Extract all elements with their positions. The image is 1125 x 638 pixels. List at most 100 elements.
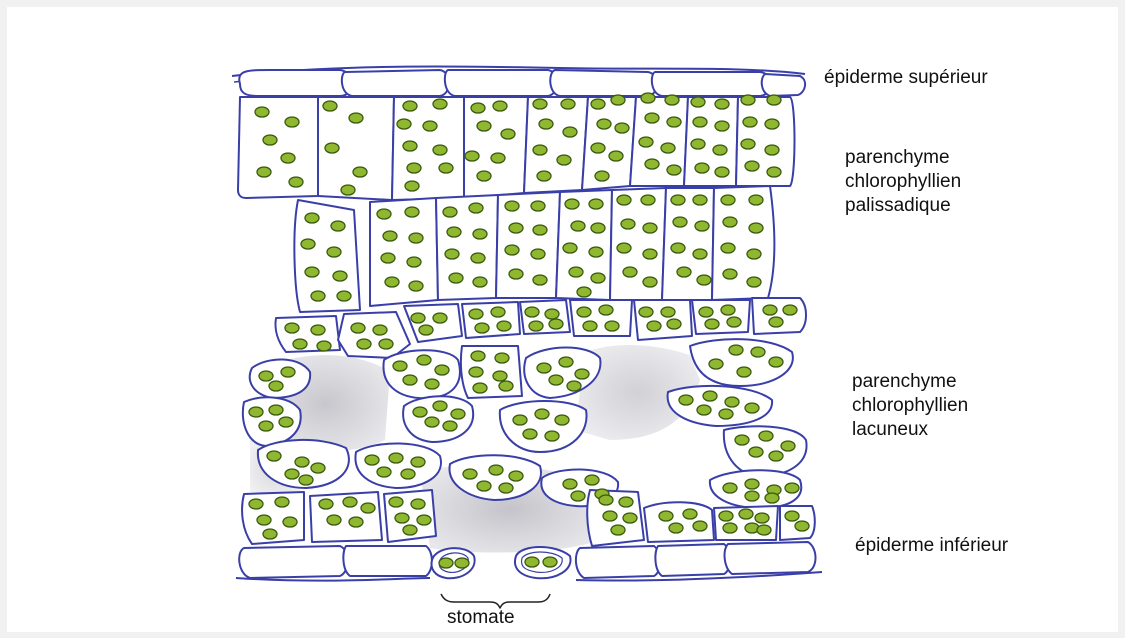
chloroplast <box>435 365 449 375</box>
chloroplast <box>765 119 779 129</box>
chloroplast <box>433 99 447 109</box>
chloroplast <box>565 199 579 209</box>
chloroplast <box>667 165 681 175</box>
chloroplast <box>667 117 681 127</box>
chloroplast <box>305 267 319 277</box>
chloroplast <box>333 271 347 281</box>
spongy-cell <box>570 300 632 336</box>
chloroplast <box>471 103 485 113</box>
chloroplast <box>721 243 735 253</box>
upper-epidermis-cell <box>550 70 657 96</box>
chloroplast <box>783 305 797 315</box>
chloroplast <box>591 223 605 233</box>
chloroplast <box>409 233 423 243</box>
chloroplast <box>767 95 781 105</box>
palisade-cell <box>238 97 318 198</box>
chloroplast <box>599 495 613 505</box>
chloroplast <box>417 355 431 365</box>
chloroplast <box>401 469 415 479</box>
palisade-cell <box>610 188 666 300</box>
chloroplast <box>697 275 711 285</box>
chloroplast <box>473 277 487 287</box>
upper-epidermis-cell <box>762 74 805 96</box>
chloroplast <box>619 497 633 507</box>
chloroplast <box>563 243 577 253</box>
chloroplast <box>765 145 779 155</box>
chloroplast <box>447 227 461 237</box>
chloroplast <box>337 291 351 301</box>
chloroplast <box>751 347 765 357</box>
chloroplast <box>691 97 705 107</box>
chloroplast <box>537 363 551 373</box>
chloroplast <box>745 479 759 489</box>
chloroplast <box>357 339 371 349</box>
chloroplast <box>405 207 419 217</box>
chloroplast <box>469 203 483 213</box>
chloroplast <box>545 431 559 441</box>
chloroplast <box>509 223 523 233</box>
chloroplast <box>749 447 763 457</box>
chloroplast <box>769 357 783 367</box>
chloroplast <box>411 457 425 467</box>
chloroplast <box>433 313 447 323</box>
chloroplast <box>497 321 511 331</box>
chloroplast <box>715 167 729 177</box>
chloroplast <box>269 381 283 391</box>
upper-epidermis-cell <box>445 70 557 96</box>
chloroplast <box>423 121 437 131</box>
chloroplast <box>255 107 269 117</box>
chloroplast <box>605 321 619 331</box>
chloroplast <box>577 287 591 297</box>
chloroplast <box>403 141 417 151</box>
lower-epidermis-cell <box>655 544 730 576</box>
chloroplast <box>705 319 719 329</box>
chloroplast <box>351 323 365 333</box>
chloroplast <box>471 253 485 263</box>
chloroplast <box>403 101 417 111</box>
chloroplast <box>617 195 631 205</box>
chloroplast <box>545 309 559 319</box>
chloroplast <box>395 513 409 523</box>
chloroplast <box>745 403 759 413</box>
chloroplast <box>473 229 487 239</box>
chloroplast <box>571 221 585 231</box>
chloroplast <box>549 319 563 329</box>
chloroplast <box>735 435 749 445</box>
chloroplast <box>405 181 419 191</box>
chloroplast <box>249 499 263 509</box>
chloroplast <box>699 307 713 317</box>
chloroplast <box>491 307 505 317</box>
chloroplast <box>493 101 507 111</box>
chloroplast <box>721 305 735 315</box>
chloroplast <box>647 321 661 331</box>
chloroplast <box>407 257 421 267</box>
chloroplast <box>477 171 491 181</box>
chloroplast <box>719 409 733 419</box>
palisade-cell <box>392 97 464 200</box>
chloroplast <box>725 397 739 407</box>
chloroplast <box>283 517 297 527</box>
chloroplast <box>475 323 489 333</box>
chloroplast <box>721 195 735 205</box>
chloroplast <box>677 267 691 277</box>
chloroplast <box>425 417 439 427</box>
chloroplast <box>259 421 273 431</box>
chloroplast <box>683 509 697 519</box>
chloroplast <box>413 407 427 417</box>
spongy-cell <box>462 302 520 338</box>
chloroplast <box>623 513 637 523</box>
chloroplast <box>749 195 763 205</box>
chloroplast <box>533 275 547 285</box>
chloroplast <box>301 239 315 249</box>
chloroplast <box>639 307 653 317</box>
chloroplast <box>445 249 459 259</box>
chloroplast <box>713 145 727 155</box>
chloroplast <box>279 417 293 427</box>
chloroplast <box>727 317 741 327</box>
chloroplast <box>661 143 675 153</box>
chloroplast <box>473 383 487 393</box>
chloroplast <box>343 497 357 507</box>
chloroplast <box>373 325 387 335</box>
chloroplast <box>499 483 513 493</box>
